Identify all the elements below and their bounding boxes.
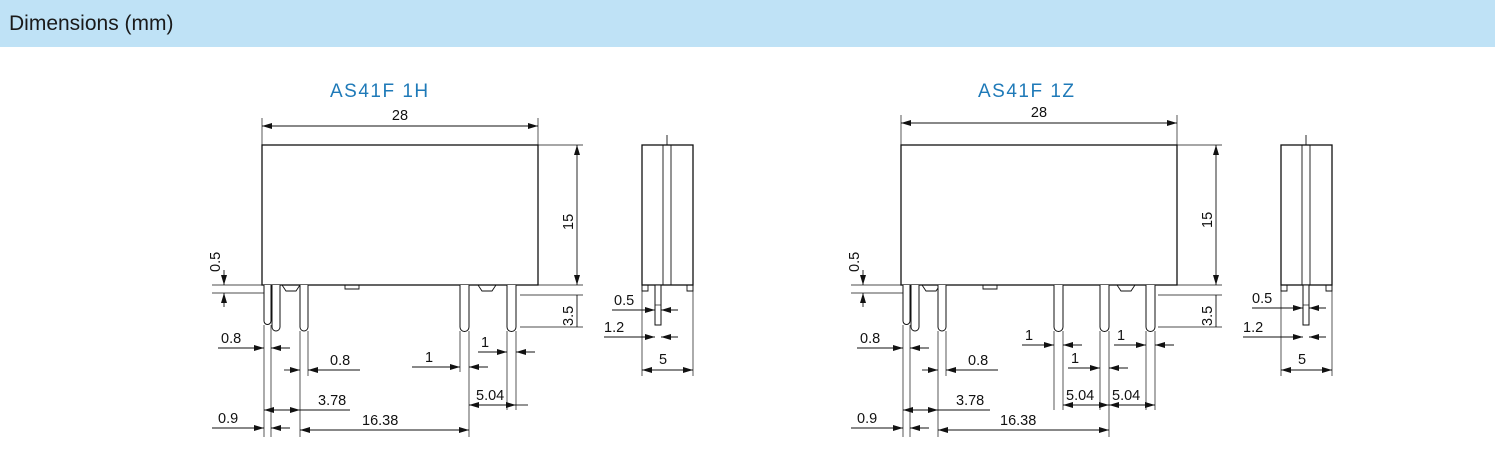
dim-pin-width-b-1z: 0.8 <box>968 353 988 369</box>
dim-pitch-c-1z: 5.04 <box>1066 388 1094 404</box>
section-title: Dimensions (mm) <box>9 11 174 35</box>
dim-pin-edge-1z: 0.9 <box>857 411 877 427</box>
dim-depth-1h: 5 <box>659 352 667 368</box>
drawing-title-1h: AS41F 1H <box>330 81 430 102</box>
dim-pinlen-1h: 3.5 <box>561 306 577 326</box>
dim-pin-width-a-1h: 0.8 <box>221 331 241 347</box>
relay-body-1h <box>261 144 539 286</box>
dim-width-1h: 28 <box>392 108 408 124</box>
dim-pitch-b-1h: 16.38 <box>362 413 398 429</box>
dim-side-pin-t-1h: 1.2 <box>604 320 624 336</box>
pin-1z <box>937 285 947 332</box>
dim-pin-width-c-1h: 1 <box>425 350 433 366</box>
pin-1h <box>271 285 281 332</box>
pin-1h <box>299 285 309 332</box>
dim-height-1z: 15 <box>1200 212 1216 228</box>
drawing-title-1z: AS41F 1Z <box>978 81 1076 102</box>
dim-pitch-c-1h: 5.04 <box>476 388 504 404</box>
drawing-1z: AS41F 1Z 28 15 3.5 0.5 <box>847 81 1333 437</box>
dim-side-pin-w-1z: 0.5 <box>1252 291 1272 307</box>
dim-standoff-1h: 0.5 <box>208 252 224 272</box>
dim-pin-width-c-1z: 1 <box>1025 328 1033 344</box>
dim-pitch-a-1h: 3.78 <box>318 393 346 409</box>
dim-width-1z: 28 <box>1031 105 1047 121</box>
dim-pin-width-b-1h: 0.8 <box>330 353 350 369</box>
pin-1z <box>910 285 920 332</box>
dim-side-pin-t-1z: 1.2 <box>1243 320 1263 336</box>
side-view-1z: 5 0.5 1.2 <box>1243 135 1333 376</box>
pin-1z <box>902 285 911 325</box>
dim-pitch-a-1z: 3.78 <box>956 393 984 409</box>
base-notches-1h <box>281 284 497 292</box>
dim-depth-1z: 5 <box>1298 352 1306 368</box>
pin-1h <box>263 285 272 325</box>
drawing-1h: AS41F 1H 28 15 3.5 0.5 <box>208 81 694 437</box>
section-header: Dimensions (mm) <box>0 0 1495 47</box>
pin-1z <box>1145 285 1156 332</box>
dim-pin-edge-1h: 0.9 <box>218 411 238 427</box>
pin-1h <box>506 285 517 332</box>
dim-pin-width-e-1z: 1 <box>1117 328 1125 344</box>
dim-height-1h: 15 <box>561 214 577 230</box>
dim-pin-width-d-1z: 1 <box>1071 351 1079 367</box>
pin-1z <box>1053 285 1064 332</box>
dim-pin-width-d-1h: 1 <box>481 335 489 351</box>
dim-pitch-b-1z: 16.38 <box>1000 413 1036 429</box>
dim-pitch-d-1z: 5.04 <box>1112 388 1140 404</box>
side-view-1h: 5 0.5 1.2 <box>604 135 694 376</box>
dim-pin-width-a-1z: 0.8 <box>860 331 880 347</box>
dim-side-pin-w-1h: 0.5 <box>614 293 634 309</box>
dim-pinlen-1z: 3.5 <box>1200 306 1216 326</box>
relay-body-1z <box>900 144 1178 286</box>
pin-1h <box>459 285 470 332</box>
dim-standoff-1z: 0.5 <box>847 252 863 272</box>
pin-1z <box>1099 285 1110 332</box>
